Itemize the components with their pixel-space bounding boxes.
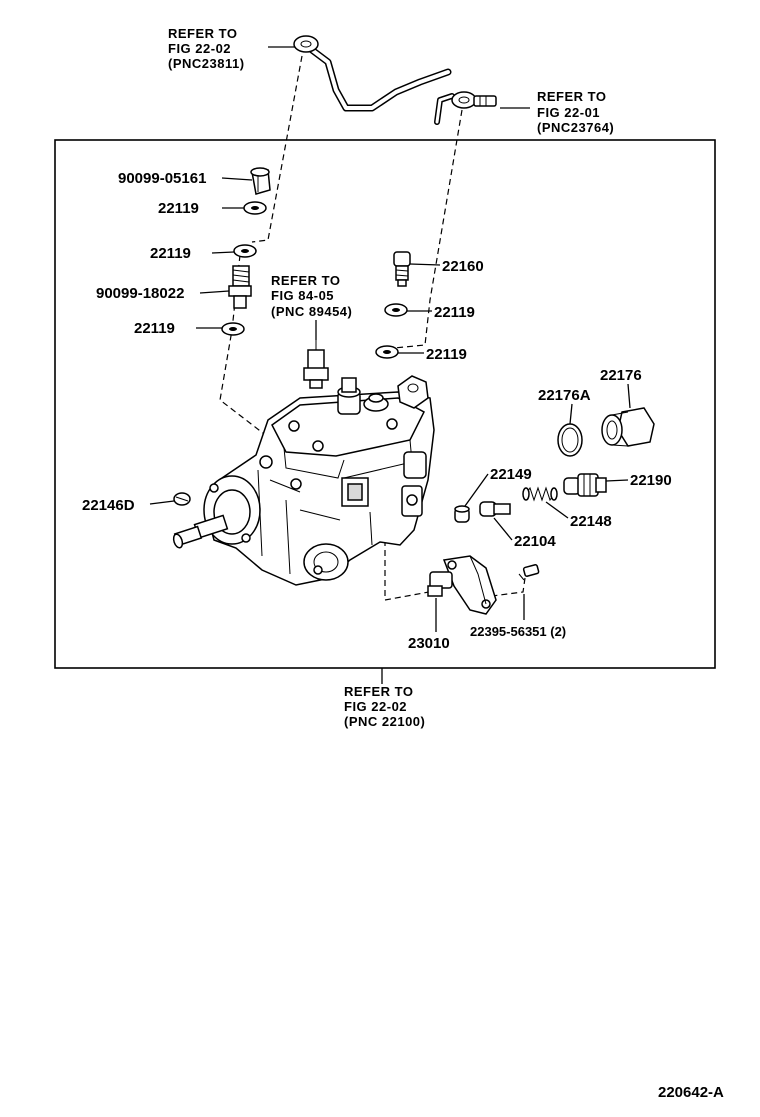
ref-line1: REFER TO xyxy=(168,26,238,41)
assembly-line xyxy=(393,109,463,349)
part-label: 23010 xyxy=(408,635,450,652)
piston-icon xyxy=(479,501,511,517)
part-label: 90099-05161 xyxy=(118,170,206,187)
sensor-icon xyxy=(303,340,329,389)
part-label: 22160 xyxy=(442,258,484,275)
ref-fig-22-01: REFER TO FIG 22-01 (PNC23764) xyxy=(537,89,614,135)
spring-icon xyxy=(522,486,558,502)
washer-icon xyxy=(384,303,408,317)
part-label: 22119 xyxy=(134,320,175,337)
leader-line xyxy=(221,177,253,181)
washer-icon xyxy=(233,244,257,258)
ref-fig-22-02-top: REFER TO FIG 22-02 (PNC23811) xyxy=(168,26,245,71)
ref-line1: REFER TO xyxy=(537,89,607,104)
screw-icon xyxy=(518,564,540,581)
fitting-icon xyxy=(563,473,607,497)
washer-icon xyxy=(221,322,245,336)
part-label: 22149 xyxy=(490,466,532,483)
ref-line1: REFER TO xyxy=(271,273,341,288)
ref-fig-84-05: REFER TO FIG 84-05 (PNC 89454) xyxy=(271,273,352,319)
ref-line3: (PNC23764) xyxy=(537,120,614,135)
washer-icon xyxy=(375,345,399,359)
o-ring-icon xyxy=(557,423,583,457)
ref-line2: FIG 22-02 xyxy=(168,41,231,56)
figure-code: 220642-A xyxy=(658,1084,724,1101)
leader-line xyxy=(464,473,489,507)
part-label: 90099-18022 xyxy=(96,285,184,302)
ref-line3: (PNC 89454) xyxy=(271,304,352,319)
leader-line xyxy=(605,479,629,482)
part-label: 22119 xyxy=(426,346,467,363)
injection-pump-icon xyxy=(172,375,435,586)
ref-line2: FIG 22-02 xyxy=(344,699,407,714)
part-label: 22119 xyxy=(434,304,475,321)
part-label: 22176A xyxy=(538,387,591,404)
bolt-icon xyxy=(393,251,411,287)
washer-icon xyxy=(243,201,267,215)
part-label: 22119 xyxy=(150,245,191,262)
leader-line xyxy=(545,501,569,519)
banjo-bolt-icon xyxy=(228,265,252,309)
part-label: 22104 xyxy=(514,533,556,550)
leader-line xyxy=(493,517,513,541)
assembly-line xyxy=(384,540,441,601)
cap-icon xyxy=(173,492,191,506)
ref-line2: FIG 22-01 xyxy=(537,105,600,120)
part-label: 22190 xyxy=(630,472,672,489)
part-label: 22148 xyxy=(570,513,612,530)
solenoid-valve-icon xyxy=(427,555,497,615)
hex-nut-icon xyxy=(601,407,655,447)
assembly-frame xyxy=(54,139,716,669)
part-label: 22119 xyxy=(158,200,199,217)
cap-nut-icon xyxy=(250,167,271,195)
leader-line xyxy=(409,263,441,266)
fuel-pipe-right xyxy=(434,91,497,125)
part-label: 22395-56351 (2) xyxy=(470,624,566,639)
assembly-line xyxy=(491,577,526,597)
fuel-pipe-left xyxy=(293,35,452,112)
ref-line3: (PNC 22100) xyxy=(344,714,425,729)
ref-line3: (PNC23811) xyxy=(168,56,245,71)
part-label: 22146D xyxy=(82,497,135,514)
assembly-line xyxy=(251,55,303,243)
leader-line xyxy=(199,290,230,294)
ref-fig-22-02-bottom: REFER TO FIG 22-02 (PNC 22100) xyxy=(344,684,425,729)
plug-icon xyxy=(454,505,470,523)
leader-line xyxy=(569,403,573,425)
leader-line xyxy=(149,500,175,505)
ref-line2: FIG 84-05 xyxy=(271,288,334,303)
leader-line xyxy=(211,251,235,254)
ref-line1: REFER TO xyxy=(344,684,414,699)
part-label: 22176 xyxy=(600,367,642,384)
leader-line xyxy=(627,383,631,409)
